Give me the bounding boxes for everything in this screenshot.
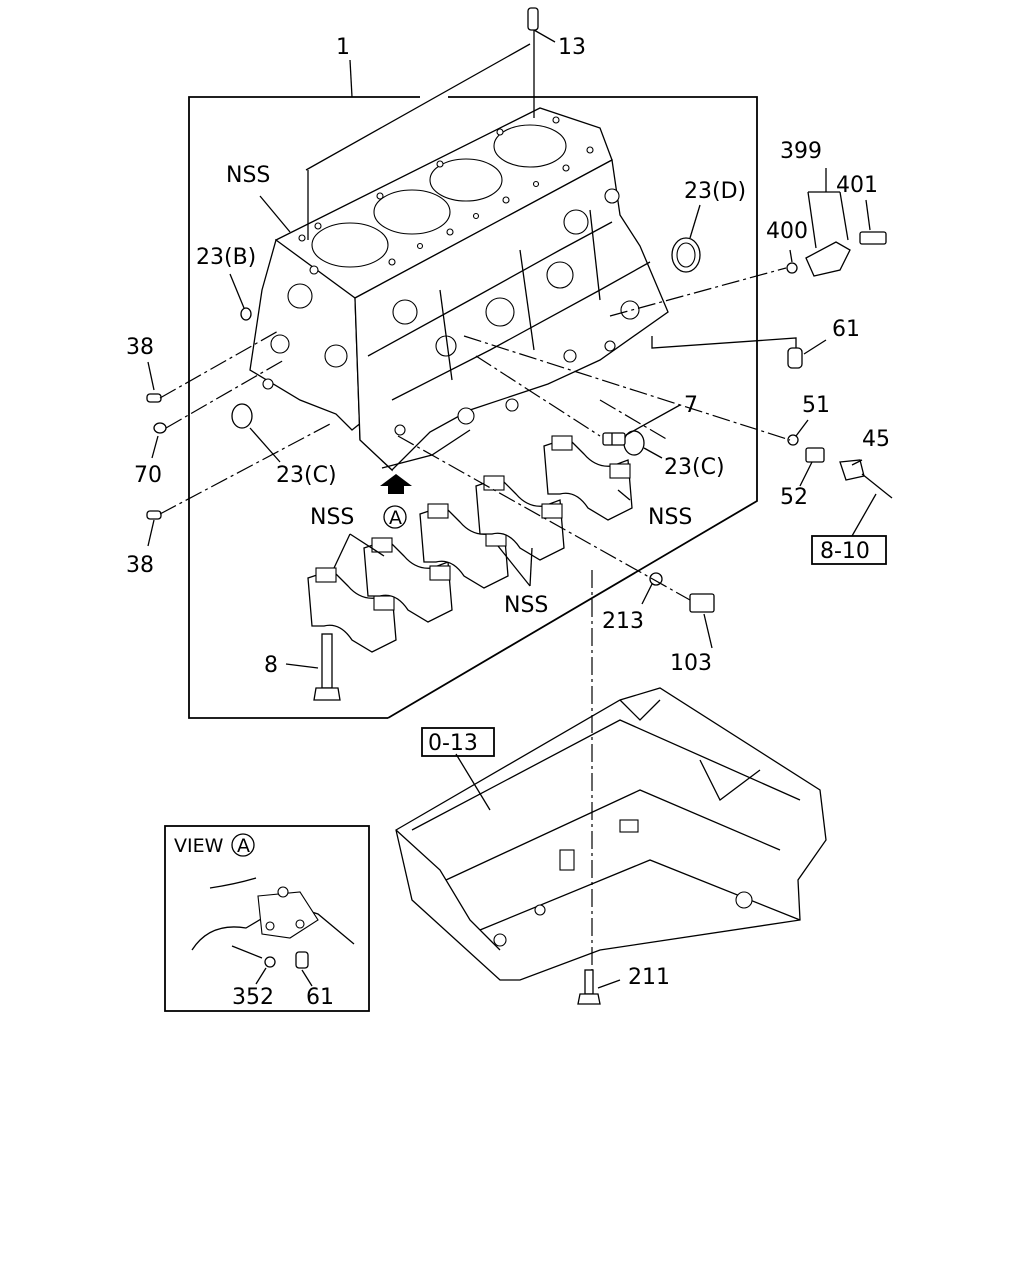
label-23b: 23(B) (196, 245, 256, 270)
bearing-cap-3 (419, 503, 509, 589)
label-view-word: VIEW (174, 835, 224, 857)
label-1: 1 (336, 35, 350, 60)
bolt-8 (313, 633, 341, 701)
plug-23b (240, 307, 252, 321)
label-51: 51 (802, 393, 830, 418)
bearing-cap-1 (307, 567, 397, 653)
plug-103 (689, 593, 715, 613)
label-8: 8 (264, 653, 278, 678)
ref-box-0-13[interactable] (421, 727, 495, 757)
bearing-cap-5 (543, 435, 633, 521)
view-a-arrow (380, 474, 412, 494)
label-7: 7 (684, 393, 698, 418)
label-52: 52 (780, 485, 808, 510)
adapter-52 (805, 447, 825, 463)
label-nss-top: NSS (226, 163, 270, 188)
label-213: 213 (602, 609, 644, 634)
view-a-box (164, 825, 370, 1012)
ref-label-8-10[interactable]: 8-10 (820, 539, 870, 564)
label-38-top: 38 (126, 335, 154, 360)
cylinder-block-drawing (249, 107, 669, 472)
label-352: 352 (232, 985, 274, 1010)
part-labels: 1 13 399 401 400 NSS 23(D) 23(B) 38 61 7… (126, 35, 890, 1010)
pin-38-bottom (146, 510, 162, 520)
plug-23c-left (231, 403, 253, 429)
label-view-arrow-a: A (389, 507, 402, 529)
deck-holes (298, 116, 594, 266)
label-400: 400 (766, 219, 808, 244)
label-401: 401 (836, 173, 878, 198)
label-23d: 23(D) (684, 179, 746, 204)
bolt-211 (577, 969, 601, 1005)
pin-38-top (146, 393, 162, 403)
leader-lines (147, 29, 877, 989)
bearing-cap-2 (363, 537, 453, 623)
label-103: 103 (670, 651, 712, 676)
lower-crankcase-drawing (395, 687, 827, 981)
circled-a-view (231, 833, 255, 857)
side-bores (392, 188, 640, 436)
label-23c-left: 23(C) (276, 463, 337, 488)
bolt-7 (602, 432, 626, 446)
washer-51 (787, 434, 799, 446)
ref-box-8-10[interactable] (811, 535, 887, 565)
ring-70 (153, 422, 167, 434)
label-70: 70 (134, 463, 162, 488)
label-211: 211 (628, 965, 670, 990)
label-nss-bottom: NSS (504, 593, 548, 618)
small-parts (146, 7, 893, 1005)
bearing-caps (307, 435, 633, 653)
oring-400 (786, 262, 798, 274)
label-13: 13 (558, 35, 586, 60)
ref-label-0-13[interactable]: 0-13 (428, 731, 478, 756)
sensor-45 (839, 459, 893, 499)
dowel-61 (787, 347, 803, 369)
label-view-a: A (237, 835, 250, 857)
plug-23d (671, 237, 701, 273)
label-45: 45 (862, 427, 890, 452)
assembly-frame (188, 59, 758, 719)
label-61-top: 61 (832, 317, 860, 342)
label-399: 399 (780, 139, 822, 164)
label-38-bottom: 38 (126, 553, 154, 578)
label-61-view: 61 (306, 985, 334, 1010)
bolt-401 (859, 231, 887, 245)
centre-lines (159, 267, 791, 970)
label-23c-right: 23(C) (664, 455, 725, 480)
sensor-399 (805, 241, 851, 277)
dowel-13 (527, 7, 539, 31)
label-nss-left: NSS (310, 505, 354, 530)
circled-a-main (383, 505, 407, 529)
label-nss-right: NSS (648, 505, 692, 530)
